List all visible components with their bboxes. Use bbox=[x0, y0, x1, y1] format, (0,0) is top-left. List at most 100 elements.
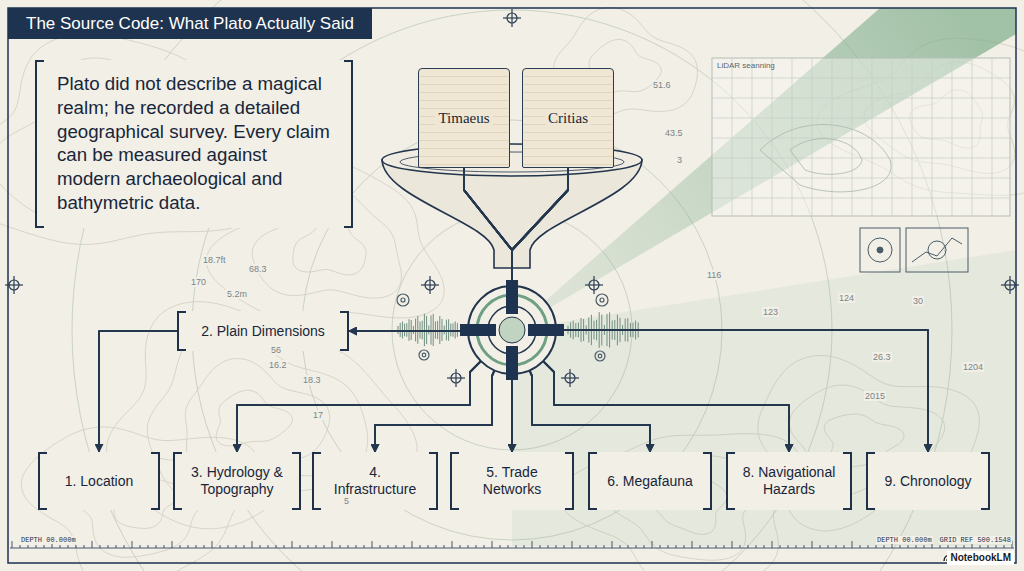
flow-arrow bbox=[375, 168, 568, 452]
lidar-grid bbox=[752, 58, 753, 216]
depth-ruler bbox=[668, 545, 669, 548]
category-label: 6. Megafauna bbox=[607, 473, 693, 490]
depth-ruler bbox=[612, 541, 613, 548]
depth-ruler bbox=[852, 541, 853, 548]
depth-ruler bbox=[484, 545, 485, 548]
map-number: LiDAR seanning bbox=[716, 61, 776, 70]
gear-icons bbox=[397, 294, 409, 306]
scan-widgets bbox=[868, 238, 892, 262]
category-label: 5. Trade Networks bbox=[464, 464, 560, 498]
lidar-grid bbox=[912, 58, 913, 216]
map-number: 1204 bbox=[962, 362, 984, 372]
map-number: 5.2m bbox=[226, 289, 248, 299]
lidar-grid bbox=[712, 58, 1010, 216]
depth-ruler bbox=[108, 545, 109, 548]
gear-icons bbox=[596, 294, 608, 306]
depth-ruler bbox=[532, 541, 533, 548]
depth-ruler bbox=[180, 545, 181, 548]
depth-ruler bbox=[60, 545, 61, 548]
depth-ruler bbox=[764, 545, 765, 548]
depth-ruler bbox=[820, 545, 821, 548]
depth-ruler bbox=[132, 541, 133, 548]
depth-ruler bbox=[948, 545, 949, 548]
map-number: 17 bbox=[312, 410, 324, 420]
scan-widgets bbox=[860, 228, 900, 272]
depth-ruler bbox=[428, 545, 429, 548]
contour-lines bbox=[0, 7, 1024, 571]
depth-ruler bbox=[116, 545, 117, 548]
depth-ruler bbox=[244, 545, 245, 548]
depth-ruler bbox=[188, 545, 189, 548]
category-box: 5. Trade Networks bbox=[450, 452, 574, 510]
gear-icons bbox=[598, 354, 602, 358]
lidar-grid bbox=[952, 58, 953, 216]
flow-arrow bbox=[512, 168, 928, 452]
depth-ruler bbox=[844, 545, 845, 548]
lidar-grid bbox=[712, 58, 1010, 216]
depth-ruler bbox=[460, 545, 461, 548]
lidar-grid bbox=[712, 98, 1010, 99]
map-number: 123 bbox=[762, 307, 779, 317]
lidar-grid bbox=[712, 78, 1010, 79]
lidar-grid bbox=[932, 58, 933, 216]
gear-icons bbox=[595, 351, 605, 361]
brand-mark: NotebookLM bbox=[947, 551, 1014, 565]
depth-ruler bbox=[36, 545, 37, 548]
depth-ruler bbox=[796, 545, 797, 548]
depth-ruler bbox=[372, 541, 373, 548]
depth-ruler bbox=[836, 545, 837, 548]
depth-ruler bbox=[76, 545, 77, 548]
depth-ruler bbox=[172, 541, 173, 548]
depth-ruler bbox=[268, 545, 269, 548]
lidar-grid bbox=[712, 58, 1010, 216]
depth-ruler bbox=[380, 545, 381, 548]
depth-ruler bbox=[580, 545, 581, 548]
map-number: 51.6 bbox=[652, 80, 672, 90]
category-box: 8. Navigational Hazards bbox=[726, 452, 852, 510]
crosshair-marks bbox=[447, 369, 465, 387]
map-number: 170 bbox=[190, 277, 207, 287]
depth-readout: DEPTH 00.000m bbox=[876, 536, 933, 544]
depth-ruler bbox=[700, 545, 701, 548]
map-number: 2015 bbox=[864, 391, 886, 401]
gear-icons bbox=[422, 353, 426, 357]
depth-ruler bbox=[164, 545, 165, 548]
depth-ruler bbox=[404, 545, 405, 548]
depth-ruler bbox=[628, 545, 629, 548]
depth-ruler bbox=[156, 545, 157, 548]
depth-ruler bbox=[644, 545, 645, 548]
depth-ruler bbox=[772, 541, 773, 548]
depth-ruler bbox=[716, 545, 717, 548]
scroll-title: Timaeus bbox=[435, 110, 492, 127]
depth-ruler bbox=[908, 545, 909, 548]
category-box: 3. Hydrology & Topography bbox=[173, 452, 301, 510]
grid-reference: GRID REF 500.1548 bbox=[939, 536, 1012, 544]
depth-ruler bbox=[868, 545, 869, 548]
depth-ruler bbox=[940, 545, 941, 548]
depth-ruler bbox=[620, 545, 621, 548]
map-number: 43.5 bbox=[664, 128, 684, 138]
category-label: 9. Chronology bbox=[884, 473, 971, 490]
scan-widgets bbox=[912, 238, 962, 262]
depth-ruler bbox=[660, 545, 661, 548]
depth-ruler bbox=[556, 545, 557, 548]
depth-ruler bbox=[396, 545, 397, 548]
depth-ruler bbox=[652, 541, 653, 548]
target-hub bbox=[460, 324, 496, 336]
depth-readout: DEPTH 00.000m bbox=[20, 536, 77, 544]
depth-ruler bbox=[68, 545, 69, 548]
map-number: 18.7ft bbox=[202, 255, 227, 265]
depth-ruler bbox=[956, 545, 957, 548]
depth-ruler bbox=[468, 545, 469, 548]
depth-ruler bbox=[508, 545, 509, 548]
depth-ruler bbox=[740, 545, 741, 548]
lidar-grid bbox=[852, 58, 853, 216]
depth-ruler bbox=[492, 541, 493, 548]
depth-ruler bbox=[196, 545, 197, 548]
flow-arrow bbox=[512, 168, 789, 452]
depth-ruler bbox=[10, 541, 1014, 548]
depth-ruler bbox=[732, 541, 733, 548]
flow-arrow bbox=[99, 331, 177, 452]
target-hub bbox=[506, 346, 518, 380]
